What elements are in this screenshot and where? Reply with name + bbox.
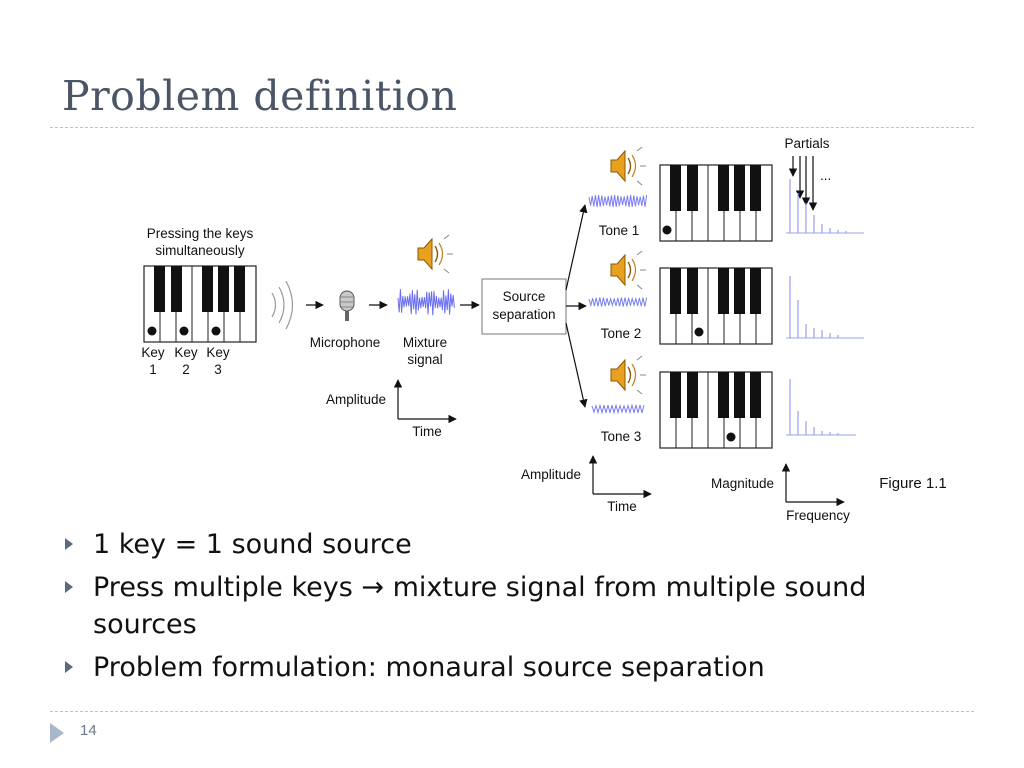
microphone-label: Microphone <box>310 335 381 350</box>
key-2-number: 2 <box>182 362 190 377</box>
bullet-arrow-icon <box>65 581 73 593</box>
footer-triangle-icon <box>50 723 64 743</box>
tone2-waveform <box>588 296 648 308</box>
tone3-waveform <box>591 403 645 415</box>
bullet-item: Problem formulation: monaural source sep… <box>62 649 962 686</box>
bullet-arrow-icon <box>65 661 73 673</box>
pressing-label-line2: simultaneously <box>155 243 245 258</box>
speaker-icon-tone2 <box>610 250 647 290</box>
separation-figure: Pressing the keys simultaneously Key 1 K… <box>141 136 947 523</box>
tone2-spectrum <box>786 276 864 339</box>
tone2-label: Tone 2 <box>601 326 642 341</box>
footer-divider <box>50 711 974 712</box>
tone3-piano <box>659 371 773 449</box>
key-dot-2 <box>179 326 189 336</box>
mixture-waveform <box>397 289 455 316</box>
tone3-spectrum <box>786 379 856 436</box>
source-separation-box <box>481 278 567 335</box>
pressing-label-line1: Pressing the keys <box>147 226 254 241</box>
mixture-time-label: Time <box>412 424 442 439</box>
key-dot-1 <box>147 326 157 336</box>
frequency-label: Frequency <box>786 508 850 523</box>
key-dot-3 <box>211 326 221 336</box>
branch-arrow-tone1 <box>565 204 588 291</box>
separation-label-line1: Source <box>503 289 546 304</box>
partials-label: Partials <box>784 136 829 151</box>
bullet-item: Press multiple keys → mixture signal fro… <box>62 569 962 643</box>
tone1-key-dot <box>662 225 672 235</box>
microphone-icon <box>339 290 355 321</box>
key-3-number: 3 <box>214 362 222 377</box>
bullet-item: 1 key = 1 sound source <box>62 526 962 563</box>
bullet-arrow-icon <box>65 538 73 550</box>
slide-title: Problem definition <box>62 72 458 120</box>
separation-label-line2: separation <box>492 307 555 322</box>
input-piano <box>143 265 257 343</box>
tones-amplitude-label: Amplitude <box>521 467 581 482</box>
branch-arrow-tone3 <box>565 322 588 408</box>
mixture-label-line1: Mixture <box>403 335 447 350</box>
mixture-amplitude-label: Amplitude <box>326 392 386 407</box>
page-number: 14 <box>80 722 97 739</box>
sound-wave-icon <box>271 280 294 330</box>
key-2-label: Key <box>174 345 198 360</box>
tone1-waveform <box>588 194 648 208</box>
bullet-text: Press multiple keys → mixture signal fro… <box>93 572 867 640</box>
magnitude-label: Magnitude <box>711 476 774 491</box>
tone3-label: Tone 3 <box>601 429 642 444</box>
tone2-key-dot <box>694 327 704 337</box>
bullet-text: 1 key = 1 sound source <box>93 529 412 560</box>
key-3-label: Key <box>206 345 230 360</box>
tone3-key-dot <box>726 432 736 442</box>
key-1-number: 1 <box>149 362 157 377</box>
key-1-label: Key <box>141 345 165 360</box>
tone1-spectrum <box>786 179 864 234</box>
tone1-piano <box>659 164 773 242</box>
partials-ellipsis: ... <box>820 168 831 183</box>
tone1-label: Tone 1 <box>599 223 640 238</box>
tone2-piano <box>659 267 773 345</box>
tones-time-label: Time <box>607 499 637 514</box>
speaker-icon-tone1 <box>610 146 647 186</box>
speaker-icon-tone3 <box>610 355 647 395</box>
mixture-label-line2: signal <box>407 352 442 367</box>
bullet-list: 1 key = 1 sound source Press multiple ke… <box>62 526 962 692</box>
title-divider <box>50 127 974 128</box>
speaker-icon-mixture <box>417 234 454 274</box>
figure-caption: Figure 1.1 <box>879 475 947 492</box>
bullet-text: Problem formulation: monaural source sep… <box>93 652 765 683</box>
